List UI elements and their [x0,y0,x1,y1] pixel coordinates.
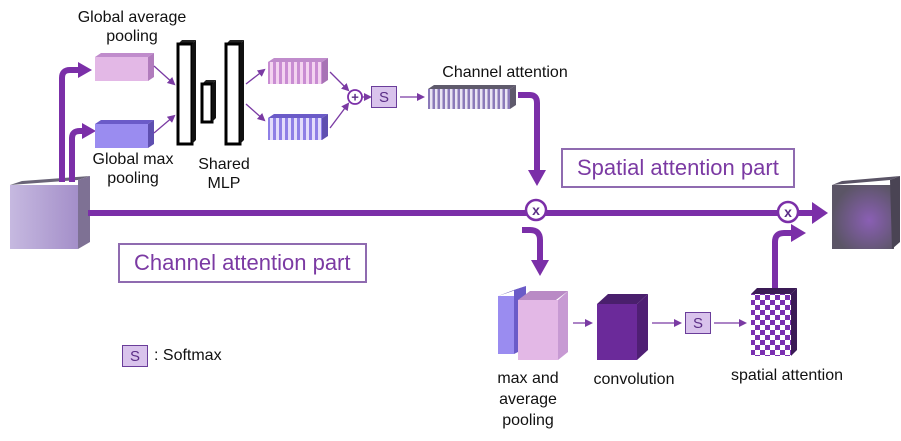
sum-symbol: + [351,90,359,105]
label-softmax-legend: : Softmax [154,347,222,364]
multiply-operator-2: x [776,200,800,224]
label-convolution: convolution [593,371,675,388]
label-global-average-pooling: Global average pooling [77,9,187,45]
label-shared-mlp: Shared MLP [198,156,250,192]
global-average-pooling-block [95,53,154,81]
arrow-spatial-to-multiply [772,224,806,288]
mlp-output-avg [268,58,328,84]
channel-attention-vector [428,85,516,109]
main-arrow [88,202,828,224]
arrows-to-sum [329,71,350,129]
arrowhead-avg [78,62,92,78]
arrows-into-mlp [153,65,176,134]
label-global-max-pooling: Global max pooling [92,151,174,187]
multiply-symbol-1: x [532,202,540,218]
multiply-symbol-2: x [784,204,792,220]
title-channel-attention-part: Channel attention part [118,243,367,283]
max-average-pooling-maps [498,286,568,360]
label-channel-attention: Channel attention [442,64,568,81]
arrow-channel-to-multiply [518,92,546,186]
mlp-output-max [268,114,328,140]
softmax-legend-box: S [122,345,148,367]
title-spatial-attention-part: Spatial attention part [561,148,795,188]
softmax-box-channel: S [371,86,397,108]
branch-arrows-to-pooling [59,67,84,182]
output-feature-map [832,176,900,249]
arrowhead-max [82,123,96,139]
convolution-block [597,294,648,360]
softmax-box-spatial: S [685,312,711,334]
input-feature-map [10,176,90,249]
arrows-out-of-mlp [245,68,266,122]
sum-operator: + [347,89,363,105]
multiply-operator-1: x [524,198,548,222]
spatial-attention-map [751,288,797,356]
global-max-pooling-block [95,120,154,148]
label-max-and-average-pooling: max and average pooling [497,370,559,429]
arrow-multiply-to-spatial [522,227,549,276]
label-spatial-attention: spatial attention [730,367,844,384]
shared-mlp-layers [176,40,244,146]
